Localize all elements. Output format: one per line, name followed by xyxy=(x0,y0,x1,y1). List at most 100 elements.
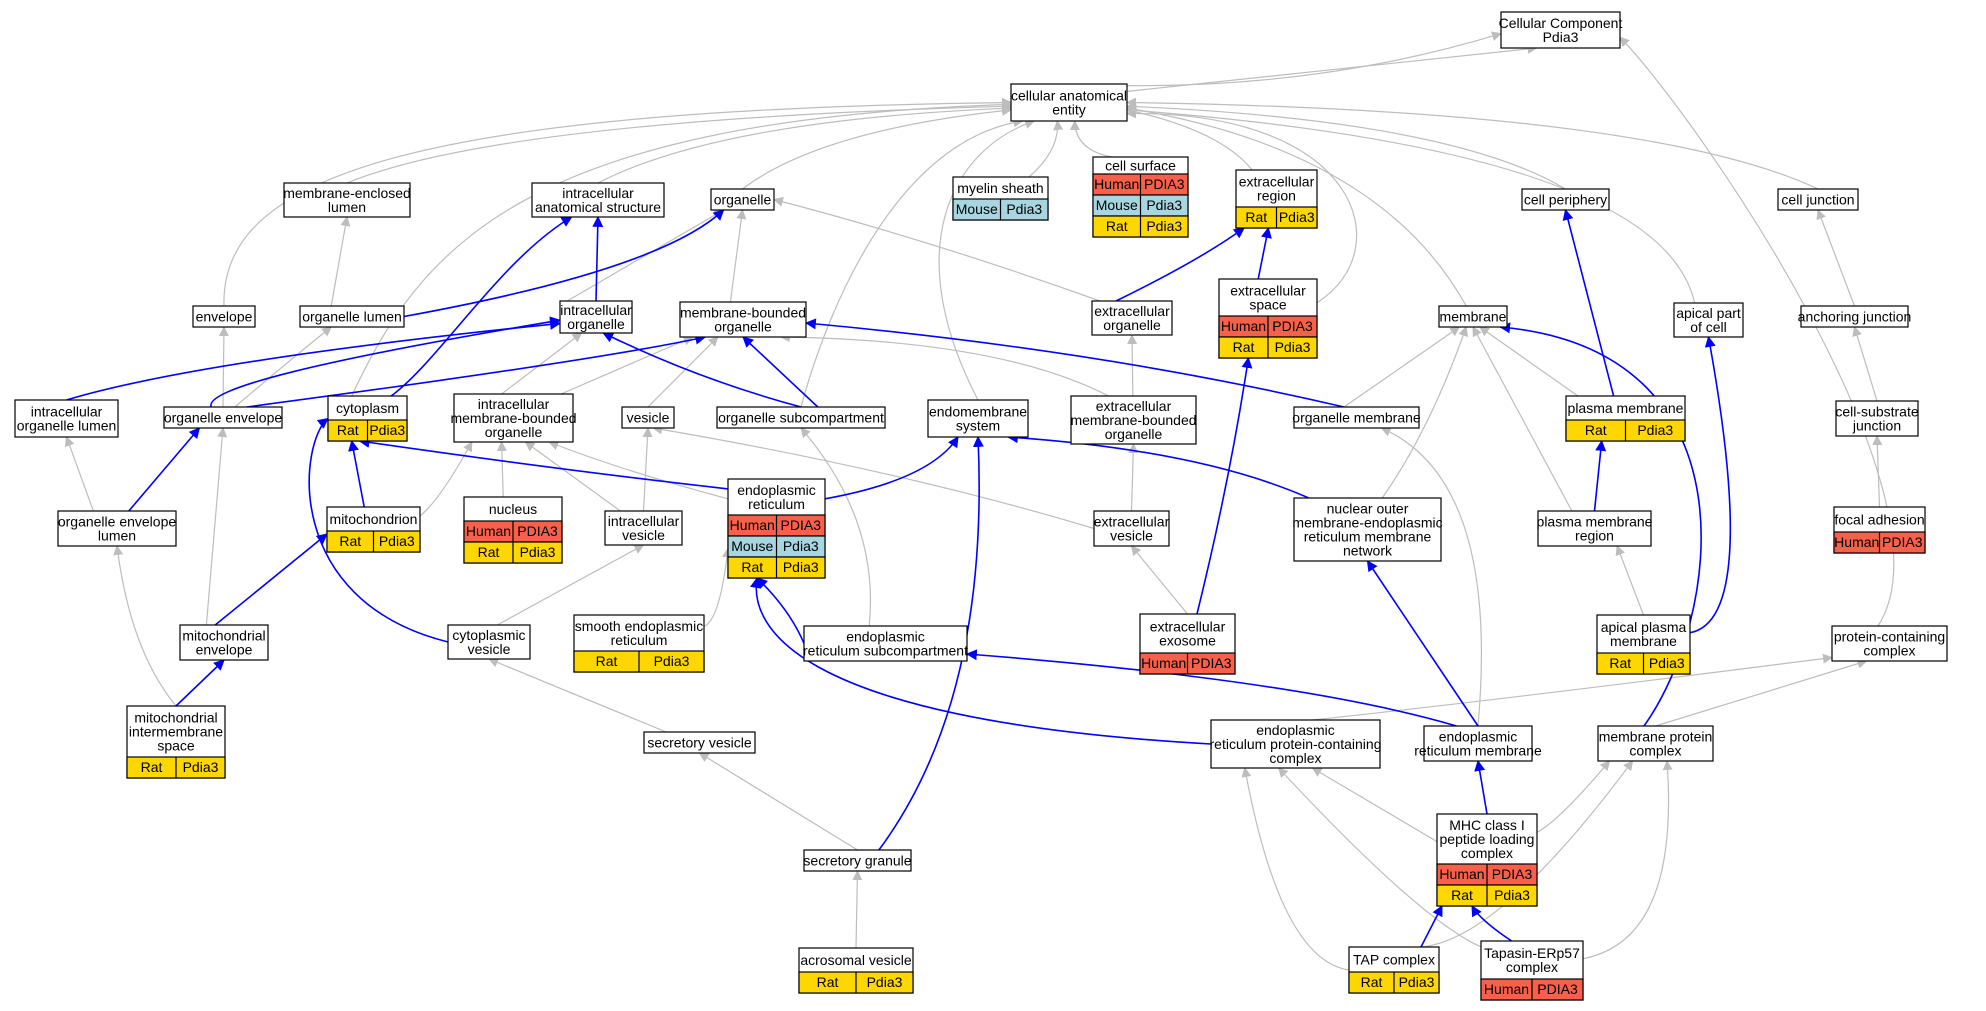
node-celljunc[interactable]: cell junction xyxy=(1777,188,1859,211)
node-label: complex xyxy=(1506,959,1558,975)
gene-symbol: Pdia3 xyxy=(654,653,690,669)
node-label: mitochondrion xyxy=(330,511,418,527)
edge-anchjunc-to-celljunc xyxy=(1816,209,1856,307)
node-label: entity xyxy=(1052,102,1085,118)
edge-extorg-to-organelle xyxy=(773,196,1101,302)
node-label: membrane-endoplasmic xyxy=(1292,515,1442,531)
node-label: cell surface xyxy=(1105,158,1176,174)
species-name: Mouse xyxy=(956,201,998,217)
node-label: extracellular xyxy=(1230,283,1306,299)
edge-orglumen-to-organelle xyxy=(403,209,725,318)
node-label: intracellular xyxy=(560,302,632,318)
node-cellperiph[interactable]: cell periphery xyxy=(1521,188,1610,211)
edge-ev-to-vesicle xyxy=(652,424,1095,530)
gene-symbol: PDIA3 xyxy=(1144,176,1185,192)
node-label: intracellular xyxy=(608,513,680,529)
gene-symbol: Pdia3 xyxy=(1399,974,1435,990)
node-organelle[interactable]: organelle xyxy=(710,188,775,211)
edge-mito-to-imbo xyxy=(419,441,473,517)
edge-pmr-to-membrane xyxy=(1472,326,1573,512)
node-orgmem[interactable]: organelle membrane xyxy=(1292,406,1421,429)
node-orgenv[interactable]: organelle envelope xyxy=(163,406,283,429)
node-vesicle[interactable]: vesicle xyxy=(621,406,675,429)
gene-symbol: PDIA3 xyxy=(1191,655,1232,671)
node-label: reticulum xyxy=(748,496,805,512)
node-membrane[interactable]: membrane xyxy=(1438,305,1508,328)
node-anchjunc[interactable]: anchoring junction xyxy=(1798,305,1912,328)
edge-erpcc-to-pcc xyxy=(1312,653,1833,721)
edge-mpc-to-pcc xyxy=(1655,658,1868,727)
node-secgran[interactable]: secretory granule xyxy=(803,849,912,872)
node-box xyxy=(1210,719,1381,769)
node-orglumen[interactable]: organelle lumen xyxy=(299,305,405,328)
edge-secves-to-cytoves xyxy=(488,657,667,733)
gene-symbol: PDIA3 xyxy=(517,523,558,539)
edge-er-to-imbo xyxy=(548,440,729,500)
edge-mhc-to-erm xyxy=(1474,759,1488,815)
node-envelope[interactable]: envelope xyxy=(192,305,256,328)
edge-orglumen-to-mel xyxy=(330,216,351,307)
node-secves[interactable]: secretory vesicle xyxy=(643,731,756,754)
species-name: Mouse xyxy=(1096,197,1138,213)
gene-symbol: Pdia3 xyxy=(1275,339,1311,355)
node-label: system xyxy=(956,418,1000,434)
node-box xyxy=(163,406,283,429)
node-label: space xyxy=(157,738,195,754)
species-name: Human xyxy=(1484,981,1529,997)
gene-symbol: Pdia3 xyxy=(520,544,556,560)
edge-mhc-to-mpc xyxy=(1536,760,1611,833)
node-label: extracellular xyxy=(1150,619,1226,635)
node-nomer[interactable]: nuclear outermembrane-endoplasmicreticul… xyxy=(1292,497,1443,562)
edge-tapasin-to-mpc xyxy=(1582,760,1673,960)
node-box xyxy=(621,406,675,429)
node-box xyxy=(179,624,269,661)
node-label: nuclear outer xyxy=(1327,501,1409,517)
node-orgsub[interactable]: organelle subcompartment xyxy=(716,406,886,429)
node-label: organelle subcompartment xyxy=(718,410,884,426)
